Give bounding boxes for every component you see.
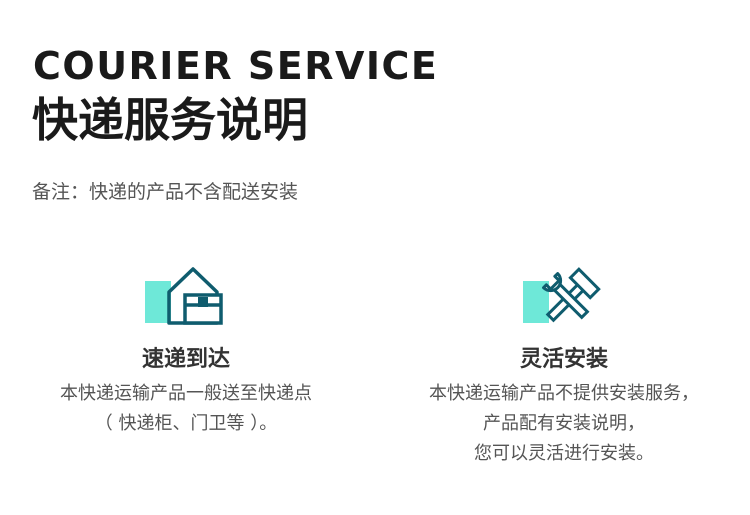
feature-desc-line: 产品配有安装说明， — [483, 413, 645, 434]
page-title-en: COURIER SERVICE — [33, 44, 439, 88]
feature-description: 本快递运输产品一般送至快递点 （ 快递柜、门卫等 ）。 — [6, 379, 366, 439]
feature-installation: 灵活安装 本快递运输产品不提供安装服务， 产品配有安装说明， 您可以灵活进行安装… — [384, 265, 744, 469]
feature-desc-line: （ 快递柜、门卫等 ）。 — [94, 413, 278, 434]
feature-delivery: 速递到达 本快递运输产品一般送至快递点 （ 快递柜、门卫等 ）。 — [6, 265, 366, 439]
feature-description: 本快递运输产品不提供安装服务， 产品配有安装说明， 您可以灵活进行安装。 — [384, 379, 744, 469]
feature-desc-line: 本快递运输产品不提供安装服务， — [429, 383, 699, 404]
feature-title: 速递到达 — [141, 347, 230, 372]
feature-title: 灵活安装 — [519, 347, 608, 372]
wrench-hammer-icon — [519, 265, 609, 331]
note-text: 备注：快递的产品不含配送安装 — [32, 181, 299, 203]
feature-desc-line: 本快递运输产品一般送至快递点 — [60, 383, 312, 404]
page-title-cn: 快递服务说明 — [32, 93, 308, 147]
house-box-icon — [141, 265, 231, 331]
feature-desc-line: 您可以灵活进行安装。 — [474, 443, 654, 464]
